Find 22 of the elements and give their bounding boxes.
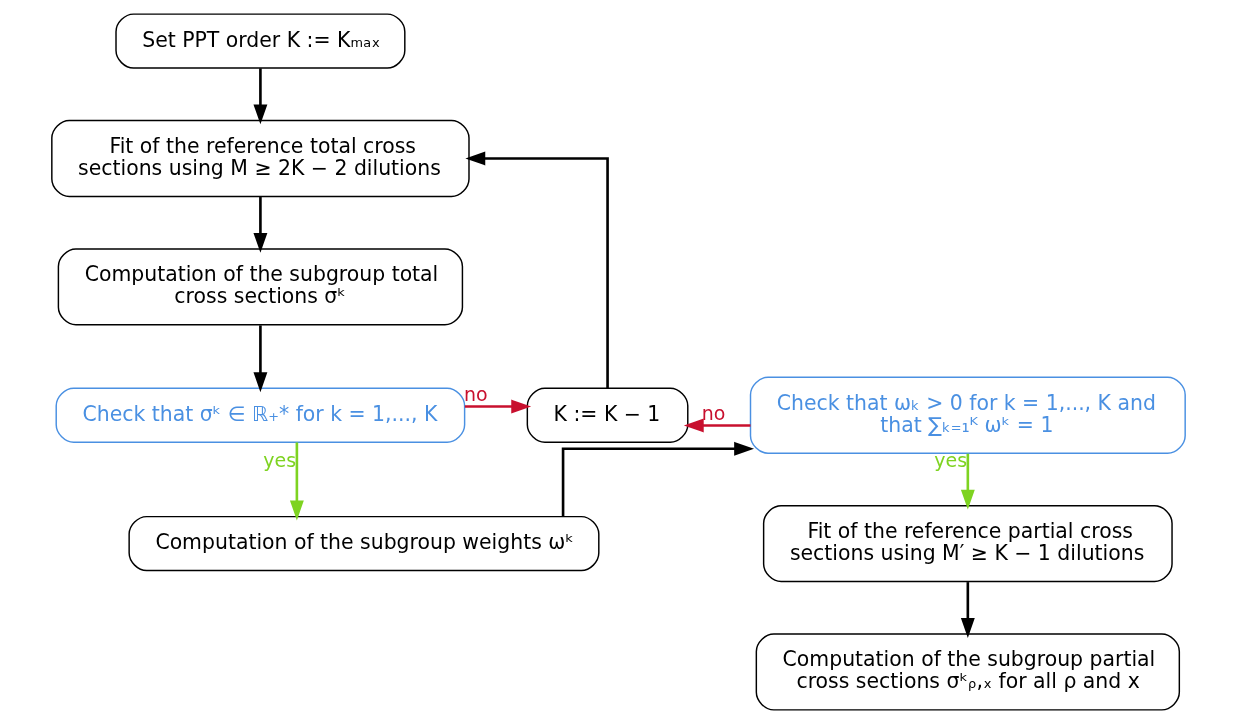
node-box: K := K − 1 (526, 387, 688, 443)
arrow (289, 442, 304, 521)
node-box: Fit of the reference total cross sections using M ≥ 2K − 2 dilutions (50, 119, 470, 198)
node-box: Set PPT order K := Kₘₐₓ (114, 13, 406, 69)
arrow (464, 151, 609, 389)
node-box: Fit of the reference partial cross sections using M′ ≥ K − 1 dilutions (762, 504, 1173, 583)
node-box: Check that σᵏ ∈ ℝ₊* for k = 1,..., K (55, 387, 465, 443)
node-box: Computation of the subgroup partial cross sections σᵏᵨ,ₓ for all ρ and x (755, 633, 1180, 711)
arrow (464, 399, 531, 414)
node-box: Check that ωₖ > 0 for k = 1,..., K and that ∑ₖ₌₁ᴷ ωᵏ = 1 (749, 376, 1186, 454)
edge-label: no (701, 402, 725, 425)
node-box: Computation of the subgroup total cross sections σᵏ (57, 248, 463, 326)
arrow (252, 325, 267, 393)
edge-label: yes (262, 448, 296, 471)
edge-label: no (463, 383, 488, 406)
arrow (252, 68, 267, 125)
arrow (252, 197, 267, 253)
node-box: Computation of the subgroup weights ωᵏ (127, 515, 600, 572)
arrow (561, 441, 754, 517)
arrow (960, 582, 975, 638)
arrow (960, 453, 975, 510)
arrow (683, 418, 750, 433)
